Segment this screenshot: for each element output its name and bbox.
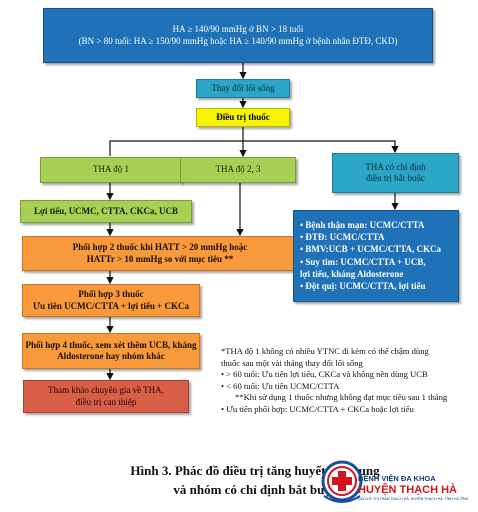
drug-treatment-box: Điều trị thuốc: [196, 108, 290, 127]
combo3-box: Phối hợp 3 thuốc Ưu tiên UCMC/CTTA + lợi…: [22, 284, 200, 317]
logo-line2: HUYỆN THẠCH HÀ: [358, 484, 457, 496]
combo3-line1: Phối hợp 3 thuốc: [78, 289, 144, 300]
indication-item: • ĐTĐ: UCMC/CTTA: [300, 232, 385, 242]
specialist-line1: Tham khảo chuyên gia về THA,: [48, 385, 164, 396]
note-line: • Ưu tiên phối hợp: UCMC/CTTA + CKCa hoặ…: [221, 403, 414, 414]
combo3-line2: Ưu tiên UCMC/CTTA + lợi tiểu + CKCa: [33, 300, 189, 311]
tha1-drugs-label: Lợi tiểu, UCMC, CTTA, CKCa, UCB: [33, 205, 179, 216]
indication-item-continued: lợi tiểu, kháng Aldosterone: [300, 268, 404, 279]
connector-branch-bar: [109, 127, 244, 156]
hospital-logo: [321, 460, 363, 503]
note-line: thuốc sau một vài tháng thay đổi lối sốn…: [221, 357, 363, 368]
tha1-drugs-box: Lợi tiểu, UCMC, CTTA, CKCa, UCB: [20, 200, 192, 223]
indication-item: • Suy tim: UCMC/CTTA + UCB,: [300, 256, 426, 267]
indication-item: • BMV:UCB + UCMC/CTTA, CKCa: [300, 244, 442, 255]
combo2-line2: HATTr > 10 mmHg so với mục tiêu **: [86, 253, 234, 264]
diagnosis-box: HA ≥ 140/90 mmHg ở BN > 18 tuổi (BN > 80…: [43, 8, 433, 63]
indication-line2: điều trị bắt buộc: [366, 173, 425, 183]
arrow-to-indication: [243, 140, 399, 154]
indication-line1: THA có chỉ định: [365, 161, 426, 172]
specialist-box: Tham khảo chuyên gia về THA, điều trị ca…: [23, 380, 189, 413]
combo4-line1: Phối hợp 4 thuốc, xem xét thêm UCB, khán…: [25, 339, 197, 350]
diagnosis-line1: HA ≥ 140/90 mmHg ở BN > 18 tuổi: [172, 24, 304, 35]
lifestyle-box: Thay đổi lối sống: [196, 79, 290, 98]
combo2-box: Phối hợp 2 thuốc khi HATT > 20 mmHg hoặc…: [22, 236, 298, 271]
note-line: • < 60 tuổi: Ưu tiên UCMC/CTTA: [221, 380, 340, 391]
note-line: • > 60 tuổi: Ưu tiên lợi tiểu, CKCa và k…: [221, 369, 428, 380]
combo4-line2: Aldosterone hay nhóm khác: [57, 351, 165, 361]
note-line: **Khi sử dụng 1 thuốc nhưng không đạt mụ…: [235, 392, 448, 403]
hospital-logo-text: BỆNH VIỆN ĐA KHOA HUYỆN THẠCH HÀ ĐỊA CHỈ…: [358, 474, 468, 501]
compelling-indication-box: THA có chỉ định điều trị bắt buộc: [332, 153, 459, 193]
combo2-line1: Phối hợp 2 thuốc khi HATT > 20 mmHg hoặc: [72, 242, 248, 253]
tha-grade23-label: THA độ 2, 3: [215, 164, 261, 175]
logo-line1: BỆNH VIỆN ĐA KHOA: [358, 474, 436, 483]
tha-grade1-box: THA độ 1: [40, 157, 182, 183]
indication-item: • Đột quị: UCMC/CTTA, lợi tiểu: [300, 281, 426, 291]
footnotes: *THA độ 1 không có nhiều YTNC đi kèm có …: [221, 346, 476, 416]
caption-line2: và nhóm có chỉ định bắt buộc: [173, 481, 337, 497]
lifestyle-label: Thay đổi lối sống: [211, 82, 275, 93]
combo4-box: Phối hợp 4 thuốc, xem xét thêm UCB, khán…: [22, 333, 200, 369]
caption-line1: Hình 3. Phác đồ điều trị tăng huyết áp c…: [130, 463, 380, 478]
indication-list-box: • Bệnh thận mạn: UCMC/CTTA • ĐTĐ: UCMC/C…: [293, 210, 459, 302]
indication-item: • Bệnh thận mạn: UCMC/CTTA: [300, 219, 425, 230]
specialist-line2: điều trị can thiệp: [75, 396, 137, 407]
note-line: *THA độ 1 không có nhiều YTNC đi kèm có …: [221, 346, 429, 356]
figure-caption: Hình 3. Phác đồ điều trị tăng huyết áp c…: [120, 462, 390, 500]
logo-line3: ĐỊA CHỈ: THỊ TRẤN THẠCH HÀ, HUYỆN THẠCH …: [358, 497, 469, 501]
diagnosis-line2: (BN > 80 tuổi: HA ≥ 150/90 mmHg hoặc HA …: [78, 35, 398, 46]
drug-treatment-label: Điều trị thuốc: [216, 111, 270, 122]
tha-grade23-box: THA độ 2, 3: [180, 157, 296, 183]
tha-grade1-label: THA độ 1: [93, 164, 129, 175]
